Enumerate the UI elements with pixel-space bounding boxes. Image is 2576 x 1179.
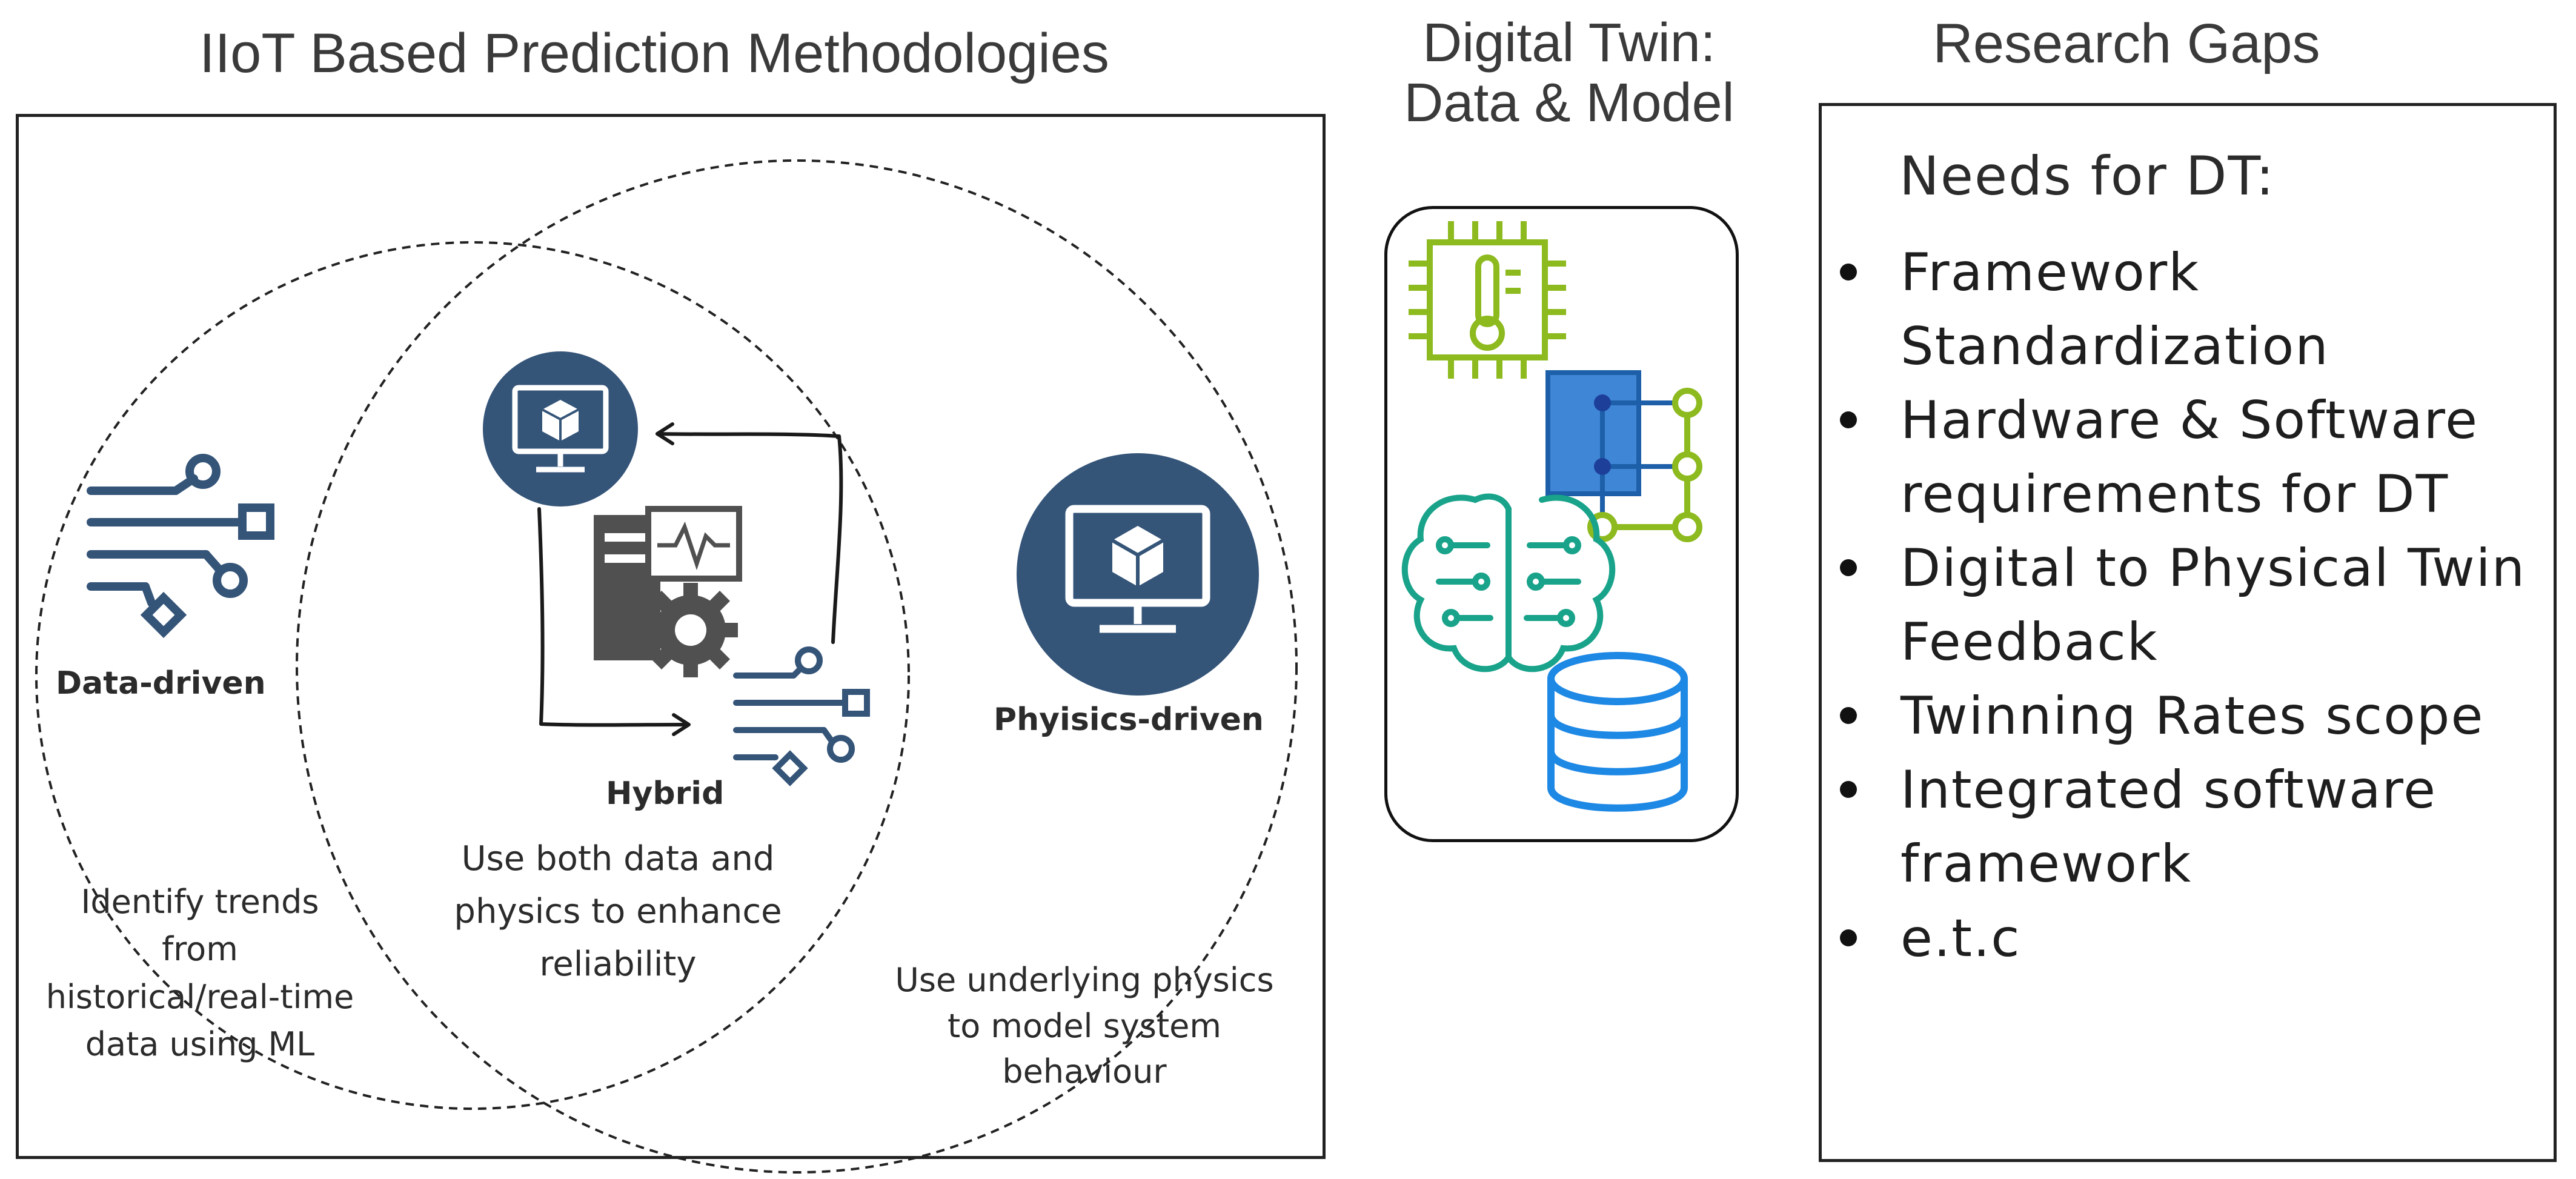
data-driven-circle (35, 241, 910, 1110)
list-item: Twinning Rates scope (1822, 679, 2554, 753)
bullet-icon (1840, 707, 1857, 725)
hybrid-description: Use both data and physics to enhance rel… (454, 839, 782, 984)
hybrid-server-gear-icon (594, 506, 742, 677)
bullet-icon (1840, 929, 1857, 946)
data-driven-label: Data-driven (56, 665, 266, 702)
bullet-icon (1840, 263, 1857, 281)
methodologies-panel (16, 114, 1326, 1159)
venn-diagram (35, 159, 1298, 1174)
bullet-icon (1840, 559, 1857, 577)
bullet-icon (1840, 781, 1857, 799)
hybrid-monitor-icon (483, 351, 638, 506)
digital-twin-title: Digital Twin: Data & Model (1404, 13, 1734, 133)
digital-twin-panel (1384, 206, 1739, 842)
list-item: e.t.c (1822, 902, 2554, 975)
research-gaps-heading: Needs for DT: (1899, 145, 2276, 207)
ai-brain-icon (1401, 493, 1616, 673)
database-icon (1547, 652, 1688, 812)
data-driven-description: Identify trends from historical/real-tim… (45, 883, 354, 1063)
physics-driven-circle (296, 159, 1298, 1174)
physics-driven-description: Use underlying physics to model system b… (895, 961, 1274, 1091)
bullet-icon (1840, 411, 1857, 428)
network-nodes-icon (1545, 370, 1702, 542)
digital-twin-icons (1401, 221, 1702, 812)
physics-monitor-icon (1017, 453, 1259, 696)
research-gaps-title: Research Gaps (1933, 13, 2320, 75)
data-pipeline-icon (87, 454, 274, 639)
methodologies-title: IIoT Based Prediction Methodologies (199, 22, 1109, 84)
hybrid-loop-arrows (537, 422, 843, 736)
physics-driven-label: Phyisics-driven (994, 702, 1264, 738)
hybrid-label: Hybrid (606, 775, 725, 812)
hybrid-pipeline-icon (733, 646, 870, 786)
sensor-chip-icon (1409, 221, 1566, 379)
